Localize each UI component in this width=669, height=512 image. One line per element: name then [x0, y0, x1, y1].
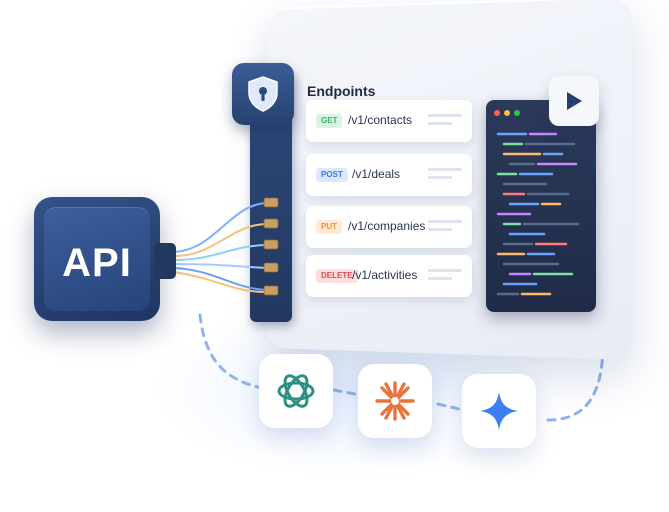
endpoint-row-post[interactable]: POST /v1/deals: [306, 154, 472, 196]
security-badge: [232, 63, 294, 125]
code-window: [486, 100, 596, 312]
endpoint-path: /v1/companies: [348, 219, 426, 233]
openai-tile[interactable]: [259, 354, 333, 428]
window-controls: [494, 110, 520, 116]
method-badge-put: PUT: [316, 220, 342, 234]
method-badge-get: GET: [316, 114, 343, 128]
play-icon: [567, 92, 582, 110]
method-badge-delete: DELETE: [316, 269, 358, 283]
placeholder-lines: [428, 220, 462, 236]
placeholder-lines: [428, 269, 462, 285]
method-badge-post: POST: [316, 168, 348, 182]
claude-icon: [375, 381, 415, 421]
endpoint-path: /v1/activities: [352, 268, 418, 282]
endpoint-path: /v1/deals: [352, 167, 401, 181]
openai-icon: [277, 374, 315, 408]
panel-title: Endpoints: [307, 83, 376, 99]
endpoint-row-put[interactable]: PUT /v1/companies: [306, 206, 472, 248]
endpoint-row-delete[interactable]: DELETE /v1/activities: [306, 255, 472, 297]
claude-tile[interactable]: [358, 364, 432, 438]
gemini-icon: [480, 392, 518, 430]
endpoint-path: /v1/contacts: [348, 113, 413, 127]
endpoint-row-get[interactable]: GET /v1/contacts: [306, 100, 472, 142]
api-port: [154, 243, 176, 279]
shield-lock-icon: [248, 76, 278, 112]
gemini-tile[interactable]: [462, 374, 536, 448]
api-block: API: [34, 197, 160, 321]
api-label: API: [62, 241, 132, 285]
run-button[interactable]: [549, 76, 599, 126]
placeholder-lines: [428, 114, 462, 130]
placeholder-lines: [428, 168, 462, 184]
code-lines: [496, 132, 580, 296]
api-block-face: API: [44, 207, 150, 311]
